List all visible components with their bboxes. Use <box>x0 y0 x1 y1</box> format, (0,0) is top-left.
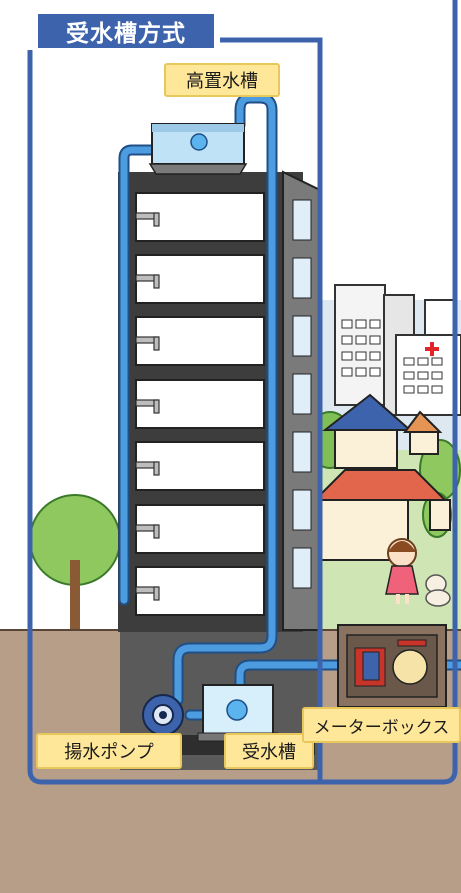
outer-frame-right <box>320 0 458 785</box>
receiving-tank-label: 受水槽 <box>224 733 314 769</box>
city-buildings <box>334 284 461 416</box>
elevated-tank-label: 高置水槽 <box>164 63 280 97</box>
pump-label: 揚水ポンプ <box>36 733 182 769</box>
system-frame <box>27 37 323 785</box>
receiving-tank <box>197 684 279 742</box>
meter-box-label: メーターボックス <box>302 707 461 743</box>
meter-box <box>337 624 447 708</box>
pump <box>142 694 184 736</box>
diagram-title: 受水槽方式 <box>38 14 214 48</box>
girl-figure <box>385 538 419 604</box>
building-floors <box>135 192 265 616</box>
water-pipes <box>118 92 461 721</box>
elevated-tank <box>148 123 248 175</box>
cat-figure <box>425 574 451 607</box>
faucet-icons <box>135 212 160 601</box>
